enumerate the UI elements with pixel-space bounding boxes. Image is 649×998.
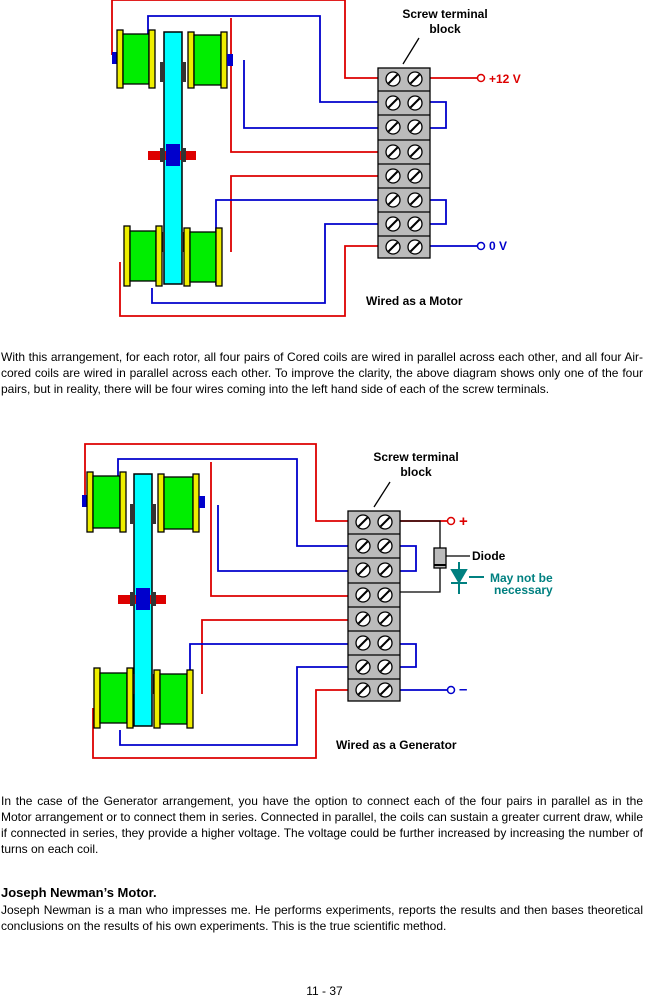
- section-heading: Joseph Newman’s Motor.: [1, 885, 157, 900]
- paragraph-generator-arrangement: In the case of the Generator arrangement…: [1, 794, 643, 856]
- diode-note: necessary: [494, 583, 553, 597]
- paragraph-newman: Joseph Newman is a man who impresses me.…: [1, 903, 643, 933]
- negative-terminal-label: 0 V: [489, 239, 507, 253]
- terminal-block-label: Screw terminal: [373, 450, 458, 464]
- terminal-block-label: Screw terminal: [402, 7, 487, 21]
- diode-note: May not be: [490, 571, 553, 585]
- negative-terminal-label: –: [459, 681, 467, 698]
- terminal-block-label: block: [429, 22, 461, 36]
- terminal-block-label: block: [400, 465, 432, 479]
- generator-caption: Wired as a Generator: [336, 738, 457, 752]
- page-number: 11 - 37: [306, 984, 343, 998]
- generator-wiring-diagram: Screw terminal block + – Diode May not b…: [82, 443, 553, 759]
- positive-terminal-label: +12 V: [489, 72, 521, 86]
- motor-caption: Wired as a Motor: [366, 294, 463, 308]
- paragraph-motor-arrangement: With this arrangement, for each rotor, a…: [1, 350, 643, 396]
- positive-terminal-label: +: [459, 513, 468, 530]
- diode-label: Diode: [472, 549, 506, 563]
- motor-wiring-diagram: Screw terminal block +12 V 0 V Wired as …: [111, 0, 521, 317]
- terminal-block: [347, 510, 401, 702]
- terminal-block: [377, 67, 431, 259]
